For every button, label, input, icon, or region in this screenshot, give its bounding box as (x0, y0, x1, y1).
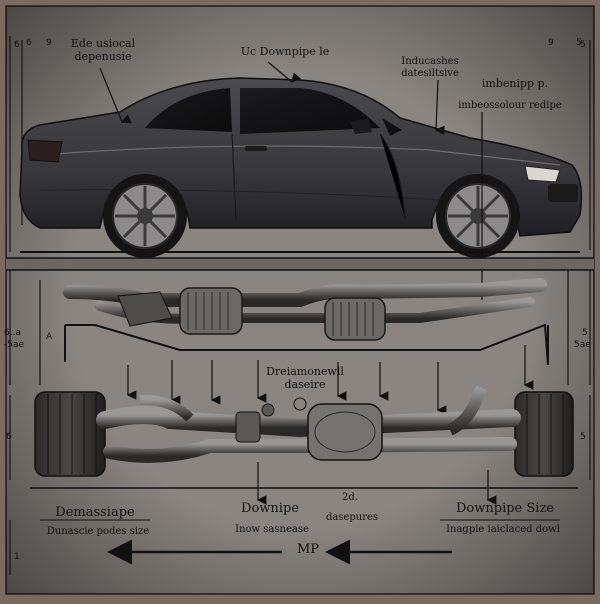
tick-top-right-2: 5 (576, 38, 582, 48)
label-middle: Dreiamonewll daseire (266, 365, 344, 391)
tick-right-low: 5 (580, 432, 586, 442)
downpipe-detail-drawing (30, 385, 578, 489)
sedan-car-icon (19, 77, 583, 258)
tick-left-top: 6 (14, 40, 20, 50)
exhaust-system-icon (63, 278, 549, 366)
label-bottom-center-small: dasepures (325, 512, 379, 523)
tick-left-low: 6 (6, 432, 12, 442)
tick-top-left-2: 9 (46, 38, 52, 48)
label-top-center: Uc Downpipe le (240, 45, 330, 58)
label-bottom-center-number: 2d. (342, 492, 358, 503)
tick-right-mid-1: 5 (582, 328, 588, 338)
label-bottom-right-title: Downpipe Size (456, 501, 554, 516)
tick-top-right-1: 9 (548, 38, 554, 48)
tick-right-top: 5 (580, 40, 586, 50)
label-top-right-1: Inducashes datesiltsive (401, 56, 459, 79)
label-top-right-2: imbenipp p. (481, 77, 549, 90)
label-top-right-3: imbeossolour redipe (458, 100, 562, 111)
tick-left-mid-1: 6..a (4, 328, 21, 338)
tick-left-mid-2: -5ae (4, 340, 25, 350)
label-mp: MP (296, 542, 320, 557)
front-wheel (436, 174, 520, 258)
label-bottom-center-title: Downipe (241, 501, 299, 516)
rear-wheel (103, 174, 187, 258)
tick-top-left-1: 6 (26, 38, 32, 48)
label-bottom-left-sub: Dunascie podes size (46, 526, 150, 537)
label-bottom-left-title: Demassiape (55, 505, 135, 520)
tick-left-bottom: 1 (14, 552, 20, 562)
tick-right-mid-2: 5ae (574, 340, 591, 350)
label-top-left: Ede usiocal depenusie (70, 37, 136, 63)
tick-left-mid-3: A (46, 332, 53, 342)
label-bottom-right-sub: Inagpie iaiclaced dowl (446, 524, 560, 535)
label-bottom-center-sub: Inow sasnease (235, 524, 309, 535)
